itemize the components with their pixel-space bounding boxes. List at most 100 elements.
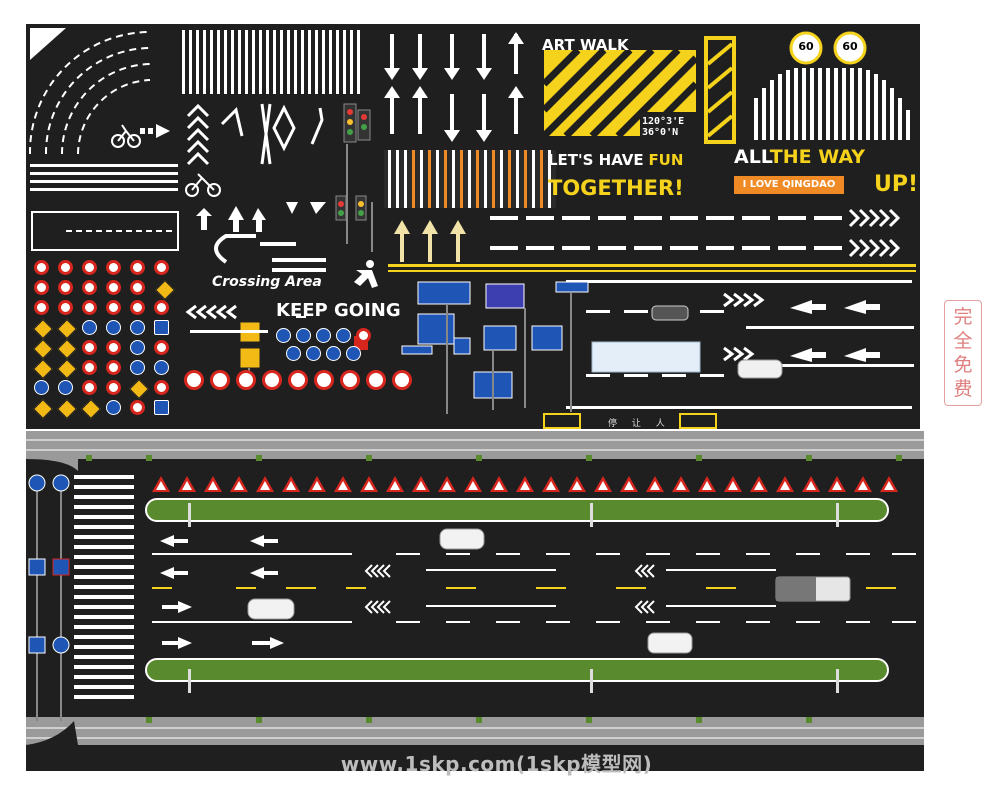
prohibition-sign <box>236 370 256 390</box>
warning-triangle <box>724 476 742 492</box>
prohibition-sign <box>130 260 145 275</box>
runner-icon <box>354 260 378 288</box>
mandatory-sign <box>130 360 145 375</box>
all-label: ALL <box>734 146 770 168</box>
mandatory-sign <box>296 328 311 343</box>
ground-text-label: 停 让 人 <box>608 419 671 429</box>
up-label: UP! <box>874 172 919 197</box>
mandatory-sign <box>58 380 73 395</box>
prohibition-sign <box>130 300 145 315</box>
colored-stripe-crossing <box>384 150 556 208</box>
prohibition-sign <box>154 340 169 355</box>
chevron-marking <box>186 103 324 166</box>
median-bottom <box>145 658 889 682</box>
together-label: TOGETHER! <box>548 176 684 200</box>
warning-sign <box>81 399 101 419</box>
roadside-signposts <box>28 474 70 721</box>
coordinates-latitude: 36°0'N <box>642 127 679 138</box>
mini-road-section <box>543 280 914 429</box>
mandatory-sign <box>276 328 291 343</box>
mandatory-sign <box>34 380 49 395</box>
lets-have-fun-text: LET'S HAVE FUN <box>548 151 683 169</box>
lets-have-label: LET'S HAVE <box>548 151 644 169</box>
keep-going-label: KEEP GOING <box>276 300 401 321</box>
warning-sign <box>155 280 175 300</box>
warning-triangle <box>308 476 326 492</box>
warning-triangle <box>672 476 690 492</box>
no-entry-sign <box>184 370 204 390</box>
prohibition-sign <box>314 370 334 390</box>
all-the-way-text: ALLTHE WAY <box>734 146 865 168</box>
speed-limit-circle-2 <box>833 31 867 65</box>
the-way-label: THE WAY <box>769 146 865 168</box>
prohibition-sign <box>58 280 73 295</box>
mandatory-sign <box>336 328 351 343</box>
art-walk-label: ART WALK <box>542 36 629 54</box>
stripe-wedge <box>754 68 910 140</box>
yellow-edge-line <box>388 264 916 267</box>
u-turn-marking <box>214 234 326 272</box>
speed-limit-value-1: 60 <box>798 40 814 53</box>
lane-arrows-grid <box>384 32 524 142</box>
mandatory-sign <box>106 320 121 335</box>
warning-triangle <box>230 476 248 492</box>
warning-triangle <box>776 476 794 492</box>
warning-sign <box>33 339 53 359</box>
prohibition-sign <box>106 300 121 315</box>
prohibition-sign <box>392 370 412 390</box>
prohibition-sign <box>106 260 121 275</box>
warning-triangle <box>490 476 508 492</box>
parking-sign <box>154 320 169 335</box>
prohibition-sign <box>34 280 49 295</box>
mandatory-sign <box>326 346 341 361</box>
mandatory-sign <box>346 346 361 361</box>
yellow-hatch-area <box>541 36 736 144</box>
warning-triangle <box>464 476 482 492</box>
prohibition-sign <box>154 380 169 395</box>
warning-triangle <box>152 476 170 492</box>
warning-sign <box>57 359 77 379</box>
mandatory-sign <box>154 360 169 375</box>
warning-triangle <box>646 476 664 492</box>
warning-sign <box>57 319 77 339</box>
warning-triangle <box>204 476 222 492</box>
warning-sign <box>57 339 77 359</box>
warning-triangle <box>178 476 196 492</box>
white-car <box>439 528 485 550</box>
free-badge-text: 完全免费 <box>953 306 973 400</box>
prohibition-sign <box>288 370 308 390</box>
warning-triangle <box>542 476 560 492</box>
dashed-lane-rows <box>490 216 842 250</box>
lane-lines <box>152 553 916 623</box>
blue-signboards <box>401 281 589 414</box>
warning-triangle <box>282 476 300 492</box>
prohibition-sign <box>210 370 230 390</box>
prohibition-sign <box>34 260 49 275</box>
zebra-crossing <box>74 475 134 699</box>
speed-limit-value-2: 60 <box>842 40 858 53</box>
prohibition-sign <box>106 360 121 375</box>
warning-triangle <box>256 476 274 492</box>
prohibition-sign <box>262 370 282 390</box>
mandatory-sign-cluster <box>272 326 382 366</box>
chevron-rows-right <box>848 208 901 258</box>
prohibition-sign <box>340 370 360 390</box>
bus-vehicle <box>591 341 701 373</box>
prohibition-sign <box>82 260 97 275</box>
road-plan-drawing <box>26 431 924 771</box>
warning-sign <box>33 359 53 379</box>
mandatory-sign <box>306 346 321 361</box>
white-car <box>247 598 295 620</box>
warning-triangle <box>802 476 820 492</box>
markings-drawing <box>28 28 916 429</box>
fun-label: FUN <box>648 151 684 169</box>
warning-triangle <box>854 476 872 492</box>
bike-box-marking <box>31 211 179 251</box>
cream-arrows <box>394 220 466 262</box>
road-arrows <box>160 535 284 649</box>
warning-triangle <box>750 476 768 492</box>
prohibition-sign <box>34 300 49 315</box>
warning-triangle <box>880 476 898 492</box>
warning-sign <box>129 379 149 399</box>
prohibition-sign-row <box>180 368 412 428</box>
